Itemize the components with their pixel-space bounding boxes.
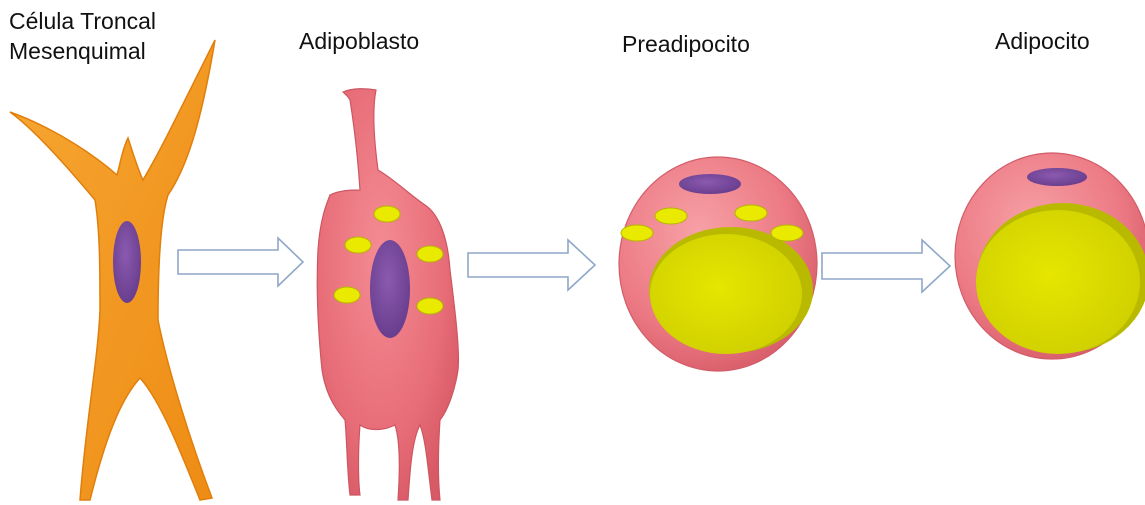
arrow-adipoblast-to-preadipocyte bbox=[468, 240, 595, 290]
stem-cell-nucleus bbox=[113, 221, 141, 303]
preadipocyte-lipid-droplet bbox=[655, 208, 687, 224]
preadipocyte-nucleus bbox=[679, 174, 741, 194]
preadipocyte-lipid-vacuole bbox=[650, 234, 802, 354]
adipocyte-illustration bbox=[955, 153, 1145, 359]
adipocyte-nucleus bbox=[1027, 168, 1087, 186]
adipoblast-lipid-droplet bbox=[374, 206, 400, 222]
adipoblast-illustration bbox=[317, 89, 458, 500]
preadipocyte-lipid-droplet bbox=[621, 225, 653, 241]
arrow-preadipocyte-to-adipocyte bbox=[822, 240, 950, 292]
adipoblast-lipid-droplet bbox=[334, 287, 360, 303]
adipoblast-nucleus bbox=[370, 240, 410, 338]
arrow-stem-to-adipoblast bbox=[178, 238, 303, 286]
preadipocyte-illustration bbox=[619, 157, 817, 371]
preadipocyte-lipid-droplet bbox=[735, 205, 767, 221]
adipocyte-lipid-vacuole bbox=[976, 210, 1140, 354]
adipoblast-lipid-droplet bbox=[345, 237, 371, 253]
adipoblast-lipid-droplet bbox=[417, 298, 443, 314]
adipoblast-lipid-droplet bbox=[417, 246, 443, 262]
preadipocyte-lipid-droplet bbox=[771, 225, 803, 241]
